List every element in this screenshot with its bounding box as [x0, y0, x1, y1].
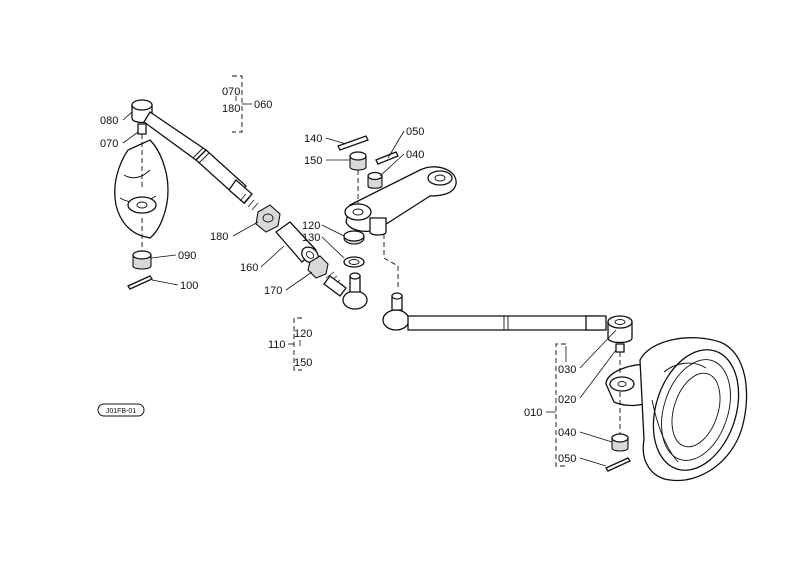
- right-tie-rod: [382, 292, 607, 331]
- callout-100: 100: [180, 280, 198, 292]
- callout-070b: 070: [100, 138, 118, 150]
- bracket-110: [288, 317, 302, 371]
- center-to-rod-axis: [383, 234, 399, 290]
- callout-050b: 050: [558, 453, 576, 465]
- right-nut-040: [611, 433, 629, 452]
- callout-130: 130: [302, 232, 320, 244]
- bracket-010: [546, 343, 566, 467]
- center-nut-150: [349, 151, 367, 171]
- callout-180b: 180: [210, 231, 228, 243]
- right-ball-joint: [607, 315, 633, 353]
- callout-150a: 150: [304, 155, 322, 167]
- lock-nut-170: [307, 255, 329, 279]
- center-nut-040: [367, 171, 383, 189]
- left-knuckle-arm: [114, 139, 169, 239]
- callout-140: 140: [304, 133, 322, 145]
- center-pin-140: [337, 135, 369, 151]
- callout-160: 160: [240, 262, 258, 274]
- callout-labels: 070 180 060 080 070 140 050 150 040 120 …: [100, 86, 576, 465]
- callout-040a: 040: [406, 149, 424, 161]
- diagram-id: J01FB-01: [106, 408, 136, 415]
- callout-010: 010: [524, 407, 542, 419]
- callout-070a: 070: [222, 86, 240, 98]
- callout-050a: 050: [406, 126, 424, 138]
- callout-040b: 040: [558, 427, 576, 439]
- left-castle-nut: [132, 250, 152, 270]
- right-pin-050: [605, 457, 631, 472]
- adjuster-sleeve-160: [275, 221, 319, 264]
- diagram-id-badge: J01FB-01: [97, 403, 145, 417]
- washer-130: [343, 256, 365, 268]
- callout-120a: 120: [302, 220, 320, 232]
- left-tie-rod: [143, 111, 259, 211]
- callout-120b: 120: [294, 328, 312, 340]
- left-ball-joint: [131, 99, 153, 135]
- tie-rod-end-110: [323, 271, 368, 310]
- right-final-drive-housing: [639, 337, 748, 482]
- callout-090: 090: [178, 250, 196, 262]
- callout-060: 060: [254, 99, 272, 111]
- callout-080: 080: [100, 115, 118, 127]
- leader-lines: [122, 111, 617, 467]
- callout-150b: 150: [294, 357, 312, 369]
- left-cotter-pin: [127, 275, 153, 290]
- bracket-060: [232, 75, 252, 133]
- center-pin-050: [375, 151, 399, 165]
- callout-030: 030: [558, 364, 576, 376]
- adjuster-nut-180: [255, 204, 281, 233]
- seal-120: [343, 230, 365, 245]
- callout-020: 020: [558, 394, 576, 406]
- center-arm-040: [344, 166, 457, 236]
- callout-170: 170: [264, 285, 282, 297]
- callout-110: 110: [268, 339, 286, 351]
- callout-180a: 180: [222, 103, 240, 115]
